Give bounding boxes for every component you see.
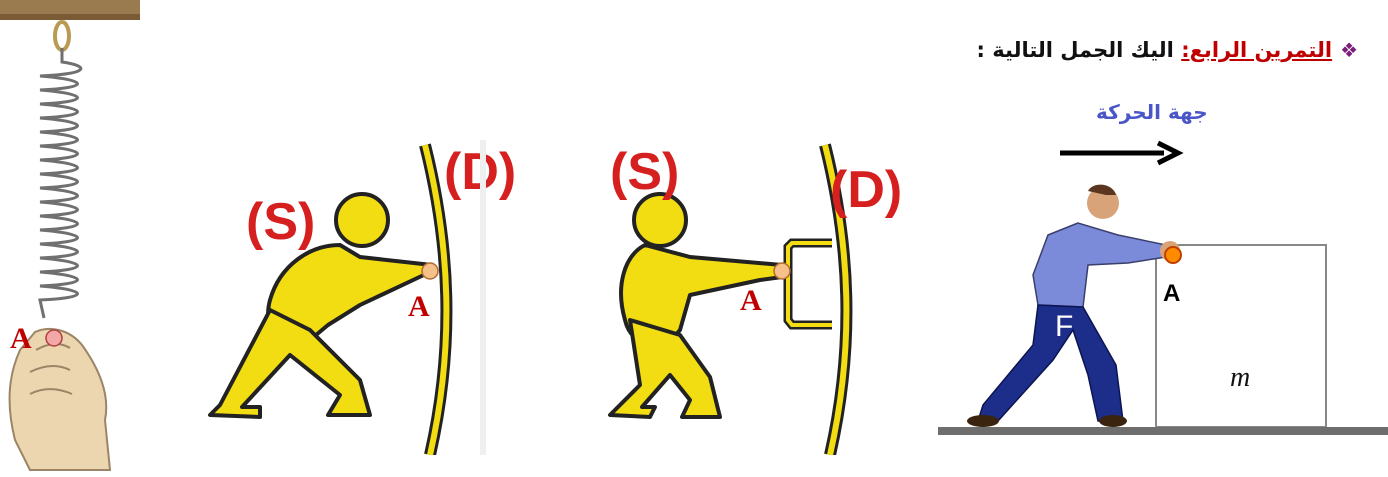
man-shirt (1032, 222, 1167, 308)
push-box-figure (938, 140, 1388, 435)
force-label: F (1055, 310, 1074, 343)
push-point-label: A (408, 290, 430, 323)
spring-point-label: A (10, 322, 32, 355)
spring-figure (0, 0, 140, 471)
person-legs (608, 318, 722, 419)
point-A-marker (773, 262, 791, 280)
ground (938, 427, 1388, 435)
hand (8, 327, 112, 471)
system-label-S: (S) (246, 193, 316, 251)
exercise-instruction: اليك الجمل التالية : (976, 38, 1182, 62)
box-point-label: A (1163, 280, 1181, 307)
push-wall-figure (208, 143, 453, 455)
person-head (632, 192, 688, 248)
point-A-marker (1164, 246, 1182, 264)
spring-coil (38, 48, 83, 319)
pull-door-figure (608, 143, 853, 455)
exercise-header: ❖ التمرين الرابع: اليك الجمل التالية : (977, 38, 1358, 62)
pull-point-label: A (740, 284, 762, 317)
direction-label: جهة الحركة (1096, 100, 1208, 124)
box-mass (1155, 244, 1327, 428)
person-legs (208, 308, 372, 419)
door-handle (783, 238, 832, 330)
person-head (334, 192, 390, 248)
hook-ring (53, 20, 71, 52)
exercise-title: التمرين الرابع: (1181, 38, 1333, 62)
point-A-marker (45, 329, 63, 347)
divider (480, 140, 486, 455)
wall-label-D: (D) (830, 161, 903, 219)
man-pants (976, 304, 1124, 422)
mass-label: m (1230, 362, 1251, 393)
point-A-marker (421, 262, 439, 280)
system-label-S: (S) (610, 143, 680, 201)
bullet-icon: ❖ (1340, 38, 1358, 62)
